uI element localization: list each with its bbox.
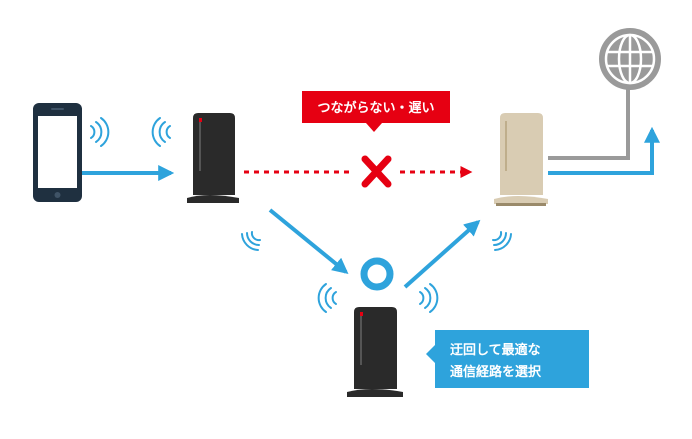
detour-label-line1: 迂回して最適な <box>450 342 541 358</box>
arrow-extender-to-node <box>268 208 349 275</box>
slow-connection-label: つながらない・遅い <box>317 100 434 116</box>
extender-router-icon <box>187 113 239 203</box>
x-mark-icon <box>361 155 392 188</box>
smartphone-icon <box>33 103 82 202</box>
wifi-signal-icon <box>151 117 171 147</box>
circle-ok-icon <box>360 257 394 291</box>
slow-connection-callout: つながらない・遅い <box>302 91 450 132</box>
wifi-signal-icon <box>241 231 261 251</box>
wifi-signal-icon <box>317 283 337 313</box>
detour-label-line2: 通信経路を選択 <box>450 364 542 380</box>
globe-icon <box>599 28 661 90</box>
mesh-node-router-icon <box>347 307 403 397</box>
detour-callout: 迂回して最適な 通信経路を選択 <box>426 330 589 388</box>
arrow-to-internet <box>548 126 660 175</box>
wifi-signal-icon <box>419 283 439 313</box>
wifi-signal-icon <box>492 231 512 251</box>
internet-cable <box>548 88 630 160</box>
main-router-icon <box>494 113 548 206</box>
arrow-node-to-router <box>403 219 481 289</box>
wifi-signal-icon <box>90 117 110 147</box>
